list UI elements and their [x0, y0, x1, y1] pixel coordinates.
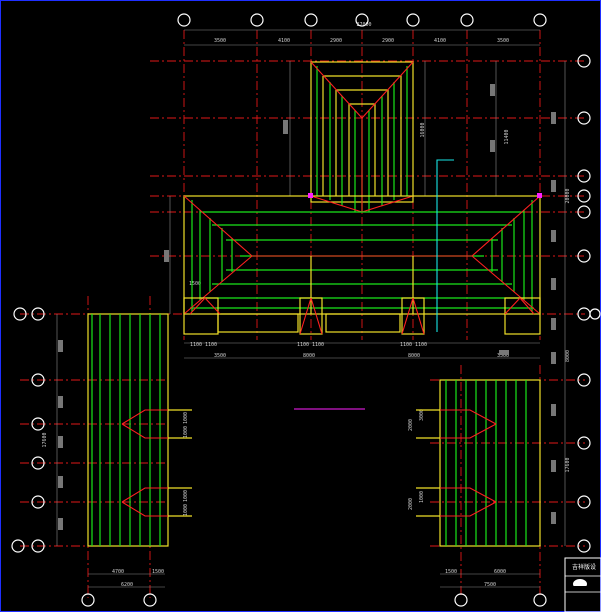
dim-left-bottom-2: 1500: [152, 569, 164, 575]
dim-bottom-1: 3500: [214, 353, 226, 359]
dim-right-inner-1: 3000: [419, 409, 425, 421]
dim-right-1: 16000: [420, 122, 426, 137]
marker-right: [537, 193, 542, 198]
dimension-texts: 27000 3500 4100 2900 2900 4100 3500 1600…: [42, 22, 571, 588]
dim-right-3: 20000: [565, 188, 571, 203]
dim-mid-6: 1100: [415, 342, 427, 348]
dim-right-bottom-3: 7500: [484, 582, 496, 588]
dim-right-bottom-2: 6000: [494, 569, 506, 575]
dim-top-6: 3500: [497, 38, 509, 44]
dim-mid-2: 1100: [205, 342, 217, 348]
dim-left-block: 17600: [42, 432, 48, 447]
right-wing-roof: [416, 379, 541, 547]
cyan-leader: [436, 159, 454, 332]
dim-mid-4: 1100: [312, 342, 324, 348]
left-wing-roof: [87, 313, 192, 547]
dim-top-1: 3500: [214, 38, 226, 44]
dim-right-block-1: 8000: [565, 350, 571, 362]
dim-top-3: 2900: [330, 38, 342, 44]
tag-blocks: [58, 84, 556, 530]
dim-left-inner-3: 1000: [183, 490, 189, 502]
dim-right-inner-2: 2000: [408, 419, 414, 431]
dim-right-block-2: 17600: [565, 457, 571, 472]
dim-bottom-3: 8000: [408, 353, 420, 359]
dim-right-inner-4: 2000: [408, 498, 414, 510]
dim-right-inner-3: 1000: [419, 491, 425, 503]
title-block-text: 吉祥版设: [572, 563, 596, 571]
dim-mid-5: 1100: [400, 342, 412, 348]
dim-left-bottom-3: 6200: [121, 582, 133, 588]
dim-left-inner-2: 1000: [183, 426, 189, 438]
dim-left-inner-1: 1000: [183, 412, 189, 424]
dim-top-total: 27000: [356, 22, 371, 28]
dim-bottom-2: 8000: [303, 353, 315, 359]
dim-bottom-4: 3500: [497, 353, 509, 359]
dimension-lines: [56, 29, 566, 588]
dim-right-2: 11400: [504, 129, 510, 144]
dim-small: 1500: [189, 281, 201, 287]
dim-mid-3: 1100: [297, 342, 309, 348]
dim-left-bottom-1: 4700: [112, 569, 124, 575]
dim-right-bottom-1: 1500: [445, 569, 457, 575]
dim-top-4: 2900: [382, 38, 394, 44]
dim-top-2: 4100: [278, 38, 290, 44]
dim-mid-1: 1100: [190, 342, 202, 348]
main-roof: [183, 61, 542, 335]
dim-left-inner-4: 1000: [183, 504, 189, 516]
grid-bubbles: [11, 13, 601, 607]
title-block: 吉祥版设: [564, 557, 601, 612]
marker-left: [308, 193, 313, 198]
dim-top-5: 4100: [434, 38, 446, 44]
